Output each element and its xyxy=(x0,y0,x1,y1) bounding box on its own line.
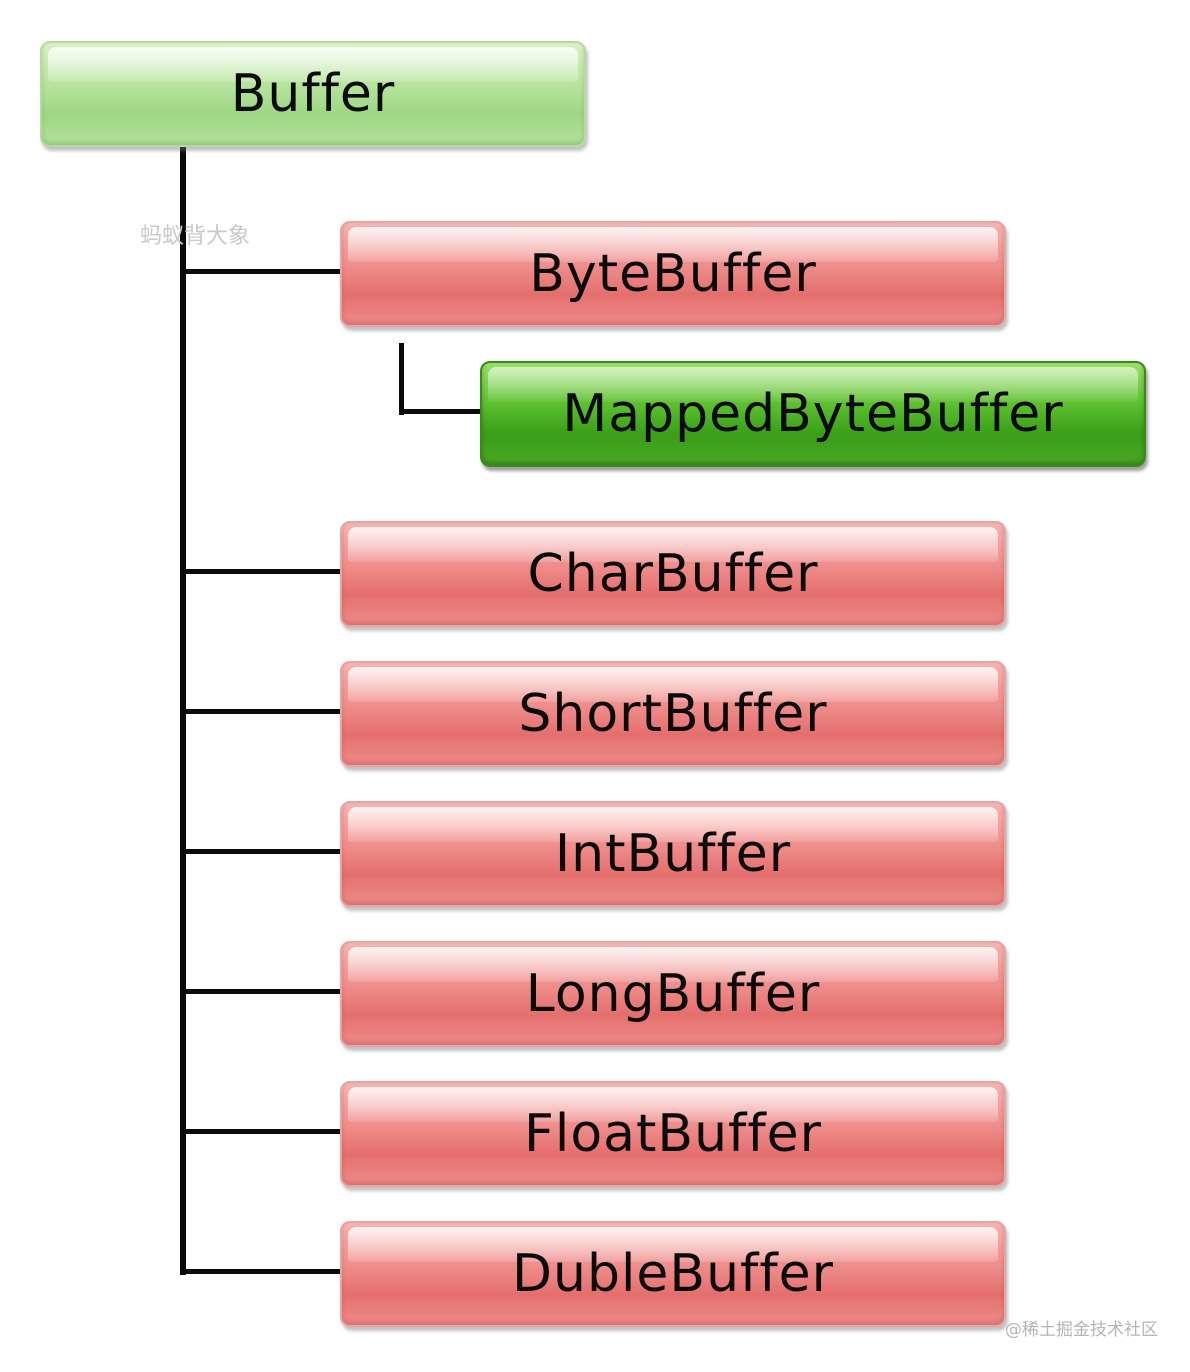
branch-connector-bytebuffer xyxy=(180,269,342,274)
node-label: CharBuffer xyxy=(527,544,819,604)
branch-connector-mappedbytebuffer xyxy=(399,409,483,414)
node-buffer: Buffer xyxy=(40,41,586,147)
node-label: IntBuffer xyxy=(554,824,792,884)
branch-connector-dublebuffer xyxy=(180,1269,342,1274)
node-mappedbytebuffer: MappedByteBuffer xyxy=(480,361,1146,467)
node-floatbuffer: FloatBuffer xyxy=(340,1081,1006,1187)
node-bytebuffer: ByteBuffer xyxy=(340,221,1006,327)
watermark-text: 蚂蚁背大象 xyxy=(140,224,251,249)
node-label: MappedByteBuffer xyxy=(562,384,1064,444)
credit-text: @稀土掘金技术社区 xyxy=(1005,1320,1158,1340)
node-shortbuffer: ShortBuffer xyxy=(340,661,1006,767)
branch-connector-shortbuffer xyxy=(180,709,342,714)
node-label: ShortBuffer xyxy=(518,684,828,744)
branch-connector-charbuffer xyxy=(180,569,342,574)
sub-trunk-connector xyxy=(399,343,404,415)
node-label: ByteBuffer xyxy=(529,244,817,304)
node-label: FloatBuffer xyxy=(523,1104,823,1164)
branch-connector-floatbuffer xyxy=(180,1129,342,1134)
branch-connector-intbuffer xyxy=(180,849,342,854)
node-label: DubleBuffer xyxy=(511,1244,835,1304)
node-charbuffer: CharBuffer xyxy=(340,521,1006,627)
node-longbuffer: LongBuffer xyxy=(340,941,1006,1047)
node-intbuffer: IntBuffer xyxy=(340,801,1006,907)
node-dublebuffer: DubleBuffer xyxy=(340,1221,1006,1327)
branch-connector-longbuffer xyxy=(180,989,342,994)
node-label: Buffer xyxy=(230,64,396,124)
node-label: LongBuffer xyxy=(525,964,821,1024)
